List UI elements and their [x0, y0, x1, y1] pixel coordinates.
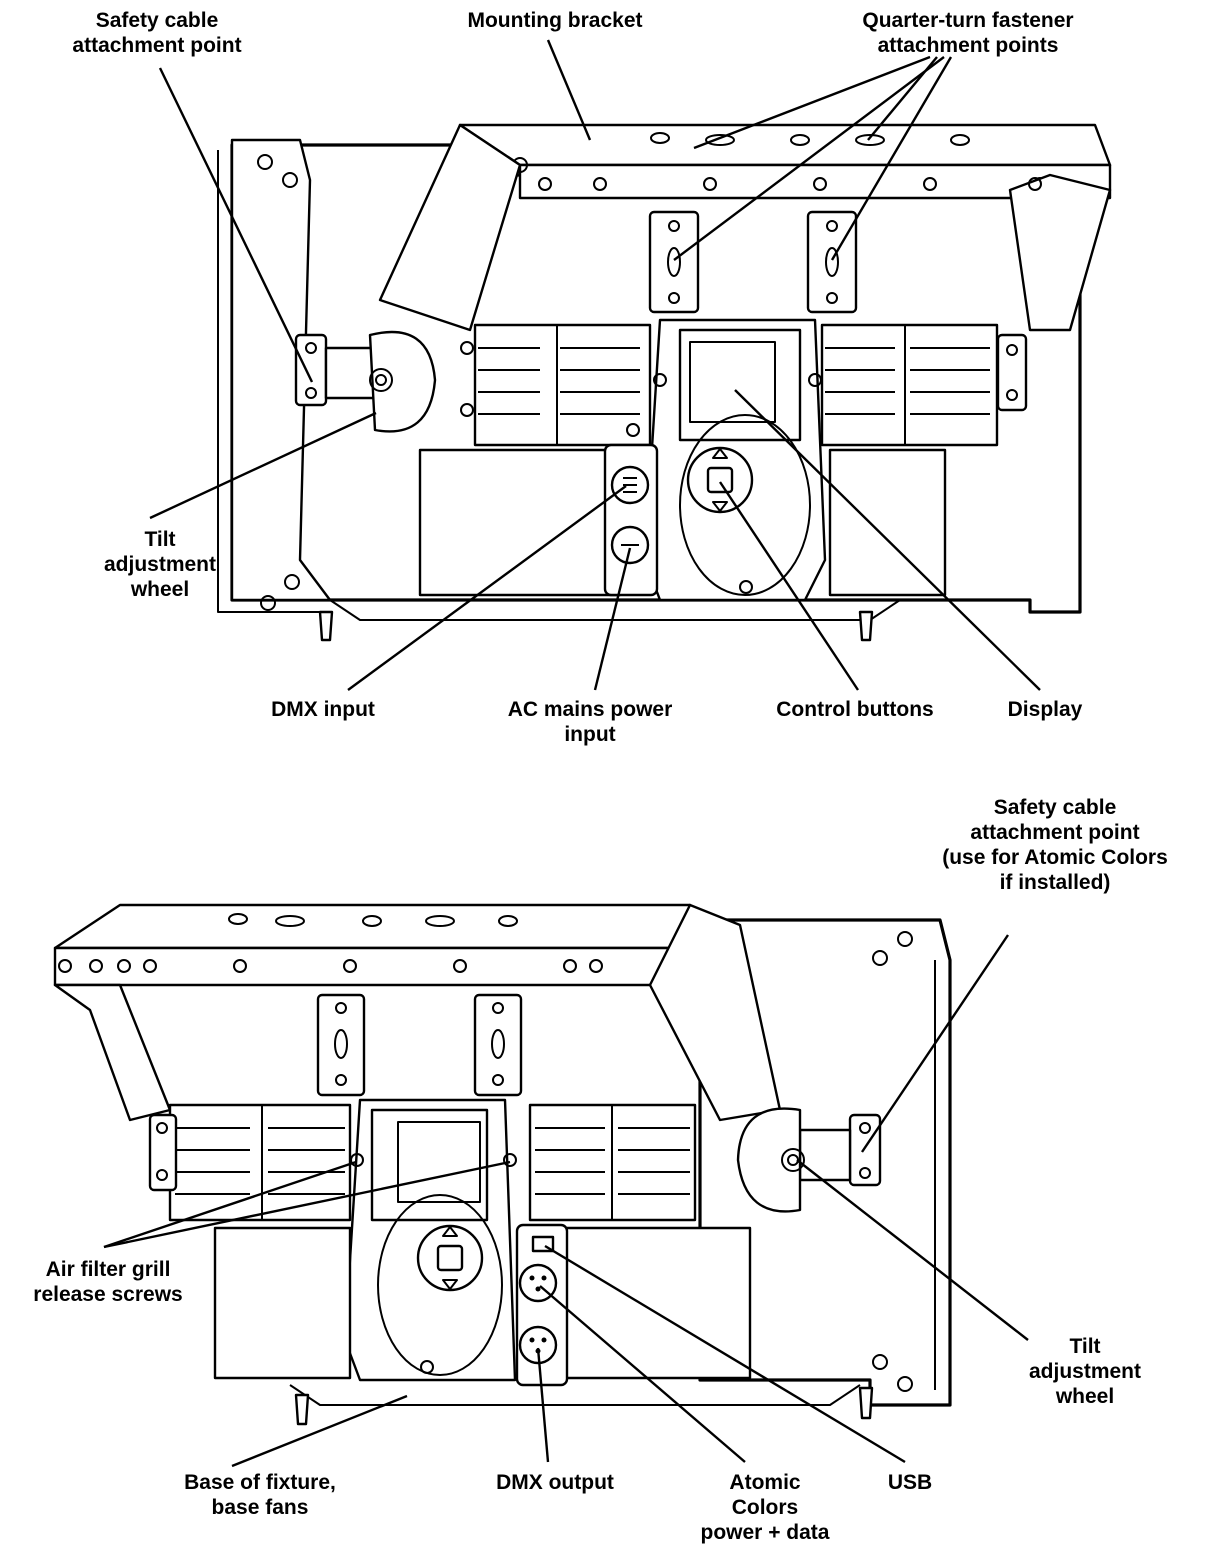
label-display: Display — [1007, 698, 1083, 721]
bottom-fixture-drawing — [53, 903, 952, 1426]
leader-air-filter-1 — [103, 1160, 357, 1249]
label-control-buttons: Control buttons — [776, 698, 934, 721]
top-fixture-drawing — [217, 123, 1112, 642]
leader-usb — [544, 1244, 906, 1464]
label-tilt-adjustment-wheel-bottom: Tilt adjustment wheel — [1028, 1335, 1141, 1408]
label-tilt-adjustment-wheel: Tilt adjustment wheel — [103, 528, 216, 601]
leader-base-fixture — [231, 1394, 408, 1468]
label-base-of-fixture: Base of fixture, base fans — [184, 1471, 336, 1519]
label-air-filter-grill: Air filter grill release screws — [33, 1258, 183, 1306]
label-mounting-bracket: Mounting bracket — [467, 9, 643, 32]
label-safety-cable-atomic: Safety cable attachment point (use for A… — [942, 796, 1168, 894]
leader-air-filter-2 — [103, 1160, 511, 1249]
leader-display — [734, 389, 1041, 691]
label-usb: USB — [887, 1471, 933, 1494]
label-atomic-colors-power-data: Atomic Colors power + data — [700, 1471, 830, 1544]
leader-control-buttons — [719, 481, 859, 691]
leader-safety-cable-atomic — [861, 934, 1009, 1153]
leader-dmx-output — [536, 1347, 550, 1463]
leader-quarter-turn-4 — [830, 56, 953, 261]
leader-lines — [103, 39, 1041, 1468]
label-safety-cable: Safety cable attachment point — [72, 9, 242, 57]
leader-ac-mains — [593, 547, 632, 691]
leader-mounting-bracket — [546, 39, 592, 141]
leader-quarter-turn-3 — [673, 56, 945, 261]
label-dmx-output: DMX output — [496, 1471, 614, 1494]
leader-quarter-turn-1 — [693, 55, 931, 150]
leader-safety-cable — [158, 67, 314, 383]
leader-tilt-wheel — [149, 411, 377, 520]
leader-dmx-input — [347, 485, 627, 691]
label-quarter-turn-fastener: Quarter-turn fastener attachment points — [862, 9, 1074, 57]
leader-tilt-wheel-bottom — [796, 1159, 1029, 1341]
label-dmx-input: DMX input — [271, 698, 375, 721]
label-ac-mains-power: AC mains power input — [507, 698, 673, 746]
leader-atomic-colors — [539, 1285, 746, 1463]
